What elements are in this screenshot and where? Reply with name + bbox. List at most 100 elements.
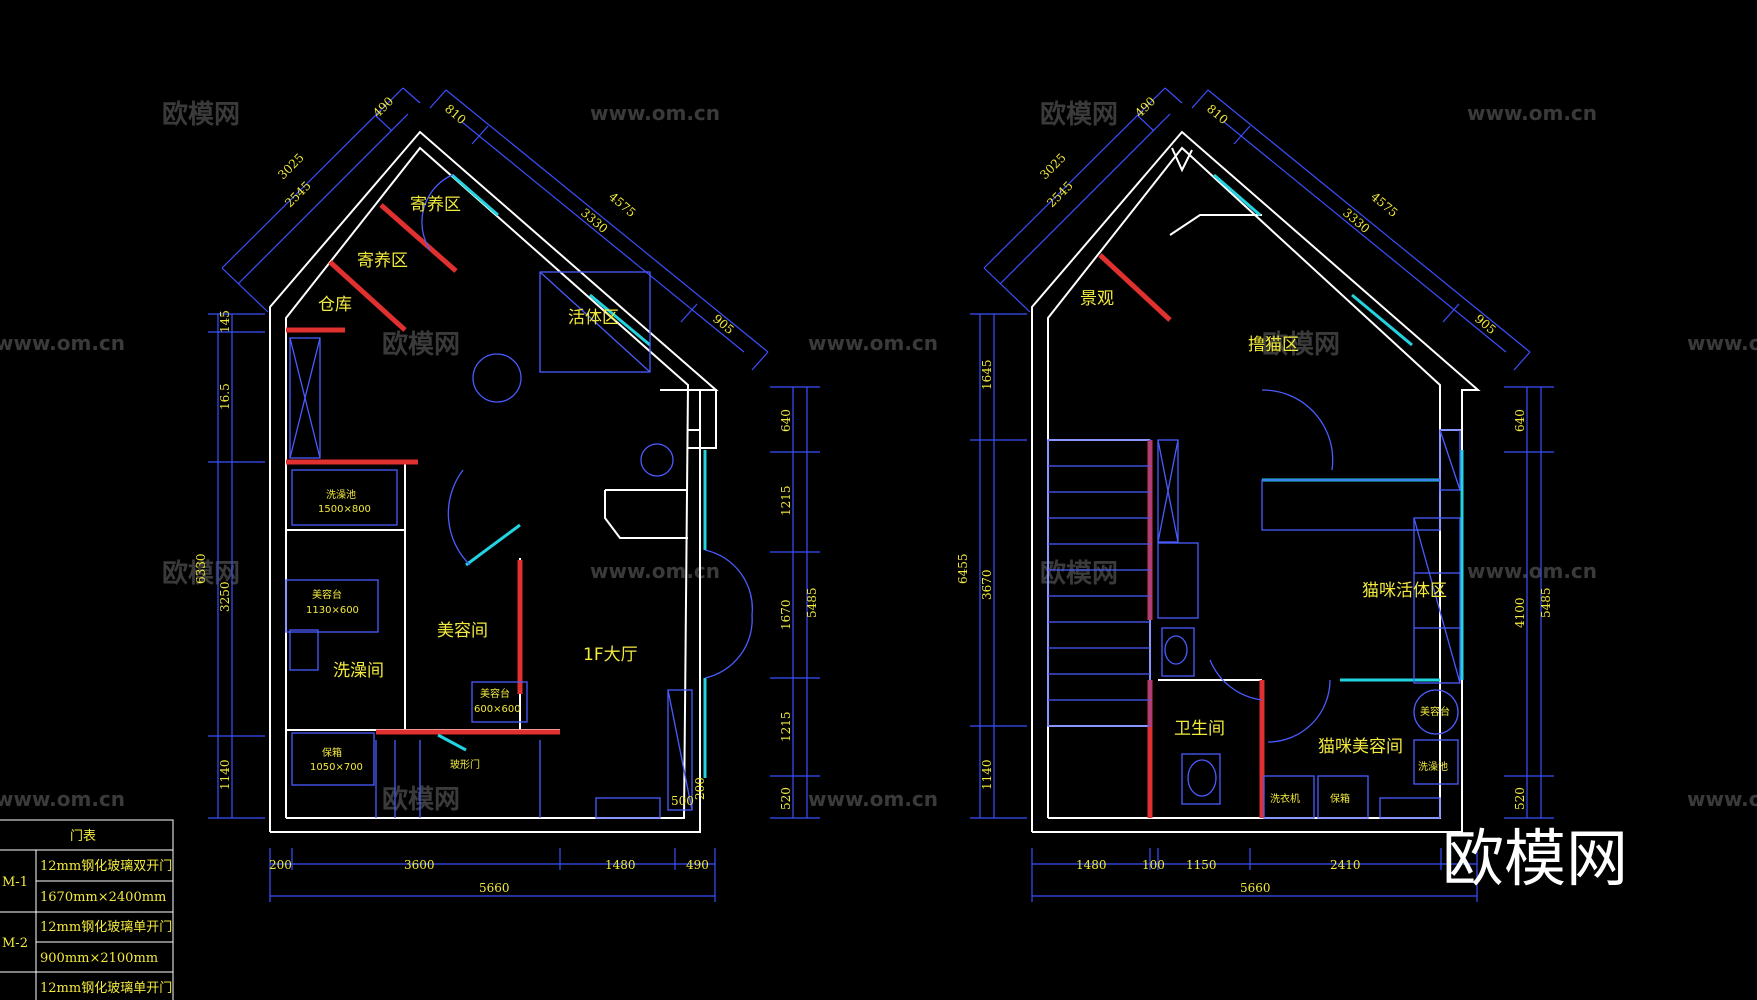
table-row-spec: 12mm钢化玻璃单开门	[40, 981, 172, 996]
fixture-label-grooming-table: 美容台	[312, 588, 342, 601]
table-row-code: M-1	[2, 875, 28, 890]
dim-label: 2545	[1044, 179, 1075, 210]
dim-label: 6330	[194, 553, 208, 584]
room-label-cat-activity: 猫咪活体区	[1362, 581, 1447, 601]
dim-label: 1140	[980, 759, 994, 790]
dim-label: 4100	[1513, 597, 1527, 628]
dim-label: 5485	[1539, 587, 1553, 618]
fixture-label-grooming-table: 美容台	[1420, 705, 1450, 718]
room-label-activity: 活体区	[568, 308, 619, 328]
door-schedule-table: 门表 M-1 12mm钢化玻璃双开门 1670mm×2400mm M-2 12m…	[0, 819, 174, 1000]
dim-label: 490	[686, 858, 709, 872]
fixture-label-cabinet: 保箱	[322, 746, 342, 759]
hatched-walls	[286, 203, 560, 735]
dimension-lines	[970, 87, 1554, 902]
room-label-boarding: 寄养区	[357, 251, 408, 271]
dim-label: 1670	[779, 599, 793, 630]
plan-right: 景观 撸猫区 猫咪活体区 卫生间 猫咪美容间 美容台 洗澡池 洗衣机 保箱 30…	[956, 87, 1554, 902]
dim-label: 200	[269, 858, 292, 872]
dimension-lines	[208, 87, 820, 902]
watermark-brand: 欧模网	[382, 329, 460, 360]
dim-label: 5485	[805, 587, 819, 618]
watermark-url: www.om.cn	[590, 101, 720, 125]
room-label-bathroom: 洗澡间	[333, 661, 384, 681]
dim-label: 520	[1513, 787, 1527, 810]
room-label-grooming-room: 美容间	[437, 621, 488, 641]
dim-label: 3025	[275, 151, 306, 182]
watermark-url: www.om.cn	[1467, 101, 1597, 125]
watermark-url: www.om.cn	[808, 331, 938, 355]
room-label-cat-scratch: 撸猫区	[1248, 335, 1299, 355]
table-row-spec: 12mm钢化玻璃双开门	[40, 859, 172, 874]
dim-label: 905	[1472, 312, 1499, 337]
fixture-size-grooming-table: 600×600	[474, 704, 521, 715]
dim-label: 3025	[1037, 151, 1068, 182]
dimension-labels: 3025 490 2545 810 4575 3330 905 145 16.5…	[194, 94, 819, 895]
table-row-spec: 12mm钢化玻璃单开门	[40, 920, 172, 935]
watermark-url: www.om.cn	[1687, 331, 1757, 355]
glass-panels	[1213, 173, 1464, 682]
watermark-url: www.om.cn	[0, 787, 125, 811]
dim-label: 1215	[779, 711, 793, 742]
room-labels: 寄养区 寄养区 仓库 活体区 洗澡池 1500×800 美容台 1130×600…	[306, 195, 638, 773]
walls	[269, 130, 719, 833]
room-label-lobby: 1F大厅	[583, 645, 638, 665]
watermark-brand: 欧模网	[1262, 329, 1340, 360]
dim-label: 3600	[404, 858, 435, 872]
plan-left: 寄养区 寄养区 仓库 活体区 洗澡池 1500×800 美容台 1130×600…	[194, 87, 820, 902]
fixtures	[1047, 389, 1461, 819]
dim-label: 1150	[1186, 858, 1217, 872]
dim-label: 3670	[980, 569, 994, 600]
dim-label: 4575	[606, 190, 638, 220]
walls	[1031, 130, 1481, 833]
glass-panels	[437, 173, 707, 778]
dim-label: 1480	[605, 858, 636, 872]
fixtures	[285, 174, 753, 819]
dim-label: 16.5	[218, 383, 232, 410]
table-title: 门表	[70, 829, 96, 844]
fixture-label-grooming-table: 美容台	[480, 687, 510, 700]
watermark-brand: 欧模网	[162, 99, 240, 130]
dim-label: 2410	[1330, 858, 1361, 872]
fixture-size-cabinet: 1050×700	[310, 762, 363, 773]
dim-label: 200	[693, 777, 707, 800]
room-label-toilet: 卫生间	[1174, 719, 1225, 739]
dim-label: 2545	[282, 179, 313, 210]
table-row-size: 900mm×2100mm	[40, 951, 158, 966]
table-row-size: 1670mm×2400mm	[40, 890, 166, 905]
fixture-label-bath-tub: 洗澡池	[1418, 760, 1448, 773]
dim-label: 6455	[956, 553, 970, 584]
room-label-storage: 仓库	[318, 295, 352, 315]
watermark-layer: 欧模网 欧模网 欧模网 欧模网 欧模网 欧模网 欧模网 www.om.cn ww…	[0, 99, 1757, 815]
room-labels: 景观 撸猫区 猫咪活体区 卫生间 猫咪美容间 美容台 洗澡池 洗衣机 保箱	[1080, 289, 1450, 805]
room-label-cat-grooming: 猫咪美容间	[1318, 737, 1403, 757]
watermark-brand: 欧模网	[382, 784, 460, 815]
dim-label: 100	[1142, 858, 1165, 872]
logo-text: 欧模网	[1442, 822, 1628, 895]
dim-label: 905	[710, 312, 737, 337]
watermark-url: www.om.cn	[590, 559, 720, 583]
watermark-url: www.om.cn	[0, 331, 125, 355]
dim-label: 1480	[1076, 858, 1107, 872]
dim-label: 520	[779, 787, 793, 810]
watermark-brand: 欧模网	[1040, 558, 1118, 589]
dim-label: 1645	[980, 359, 994, 390]
fixture-label-bath-tub: 洗澡池	[326, 488, 356, 501]
dim-label: 640	[779, 409, 793, 432]
fixture-label-washer: 洗衣机	[1270, 792, 1300, 805]
watermark-brand: 欧模网	[162, 558, 240, 589]
dim-label: 145	[218, 310, 232, 333]
dim-label: 5660	[479, 881, 510, 895]
brand-logo: 欧模网	[1442, 822, 1628, 895]
table-row-code: M-2	[2, 936, 28, 951]
dim-label: 1140	[218, 759, 232, 790]
dim-label: 5660	[1240, 881, 1271, 895]
fixture-size-grooming-table: 1130×600	[306, 605, 359, 616]
watermark-url: www.om.cn	[808, 787, 938, 811]
dim-label: 3250	[218, 581, 232, 612]
watermark-url: www.om.cn	[1467, 559, 1597, 583]
fixture-label-cabinet: 保箱	[1330, 792, 1350, 805]
watermark-url: www.om.cn	[1687, 787, 1757, 811]
dim-label: 640	[1513, 409, 1527, 432]
